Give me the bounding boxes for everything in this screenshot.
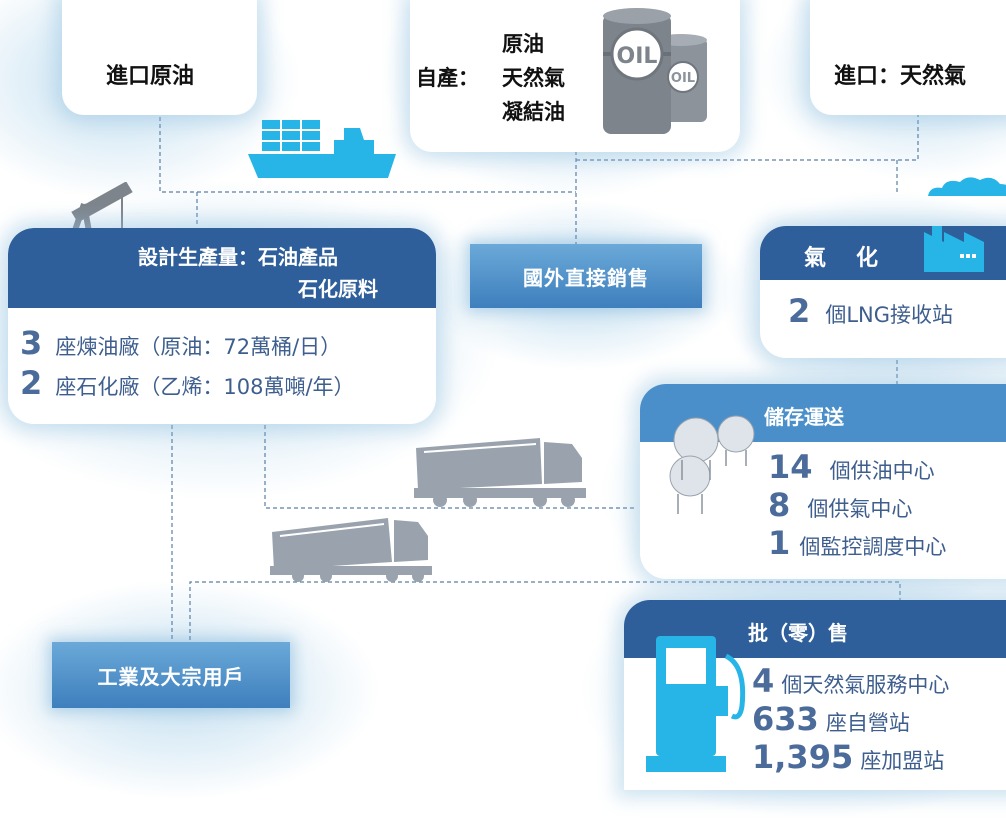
storage-row-control: 1 個監控調度中心: [768, 524, 946, 562]
self-produced-prefix: 自產：: [416, 65, 479, 90]
company-stations-text: 座自營站: [825, 711, 910, 735]
gasification-card: 氣 化 2 個LNG接收站: [760, 226, 1006, 358]
oil-barrel-small-text: OIL: [671, 71, 695, 86]
oil-supply-text: 個供油中心: [829, 459, 935, 483]
retail-row-gas-service: 4 個天然氣服務中心: [752, 662, 949, 700]
lng-count: 2: [788, 292, 811, 330]
gas-service-text: 個天然氣服務中心: [781, 673, 950, 697]
industrial-label: 工業及大宗用戶: [97, 664, 245, 689]
retail-header-text: 批（零）售: [748, 621, 848, 645]
import-crude-label: 進口原油: [106, 63, 195, 89]
cargo-ship-icon: [248, 120, 396, 178]
gas-service-count: 4: [752, 662, 775, 700]
import-gas-label: 進口：天然氣: [834, 63, 967, 89]
self-produced-item-oil: 原油: [502, 31, 544, 56]
company-stations-count: 633: [752, 700, 819, 738]
factory-cloud-icon: [928, 177, 1006, 196]
control-text: 個監控調度中心: [799, 535, 947, 559]
retail-card: 批（零）售 4 個天然氣服務中心 633 座自營站 1,395 座加盟站: [624, 600, 1006, 790]
franchise-stations-text: 座加盟站: [860, 749, 945, 773]
tanker-truck-icon: [270, 518, 432, 582]
refinery-row-petrochem: 2 座石化廠（乙烯：108萬噸/年）: [20, 364, 355, 402]
import-crude-box: 進口原油: [62, 0, 257, 115]
oil-barrel-text: OIL: [617, 44, 658, 69]
franchise-stations-count: 1,395: [752, 738, 854, 776]
petrochem-text: 座石化廠（乙烯：108萬噸/年）: [55, 375, 355, 399]
oil-barrel-icon: OIL OIL: [603, 8, 707, 134]
refinery-text: 座煉油廠（原油：72萬桶/日）: [55, 335, 342, 359]
refinery-count: 3: [20, 324, 43, 362]
retail-row-company-stations: 633 座自營站: [752, 700, 910, 738]
tanker-truck-icon: [414, 438, 586, 507]
refinery-header-line1: 設計生產量：石油產品: [138, 245, 338, 269]
storage-row-gas-supply: 8 個供氣中心: [768, 486, 912, 524]
export-direct-sales-box: 國外直接銷售: [470, 244, 702, 308]
self-produced-box: 自產： 原油 天然氣 凝結油 OIL OIL: [410, 0, 740, 152]
storage-card: 儲存運送 14 個供油中心 8 個供氣中心 1 個監控調度中心: [640, 384, 1006, 579]
refinery-row-refineries: 3 座煉油廠（原油：72萬桶/日）: [20, 324, 341, 362]
self-produced-item-condensate: 凝結油: [502, 99, 565, 124]
import-gas-box: 進口：天然氣: [810, 0, 1006, 115]
gas-supply-text: 個供氣中心: [807, 497, 913, 521]
petrochem-count: 2: [20, 364, 43, 402]
self-produced-item-gas: 天然氣: [502, 65, 565, 90]
refinery-header: 設計生產量：石油產品 石化原料: [8, 228, 436, 308]
industrial-users-box: 工業及大宗用戶: [52, 642, 290, 708]
gasification-header-text: 氣 化: [804, 245, 883, 271]
refinery-header-line2: 石化原料: [298, 277, 378, 301]
retail-row-franchise-stations: 1,395 座加盟站: [752, 738, 944, 776]
lng-terminal-row: 2 個LNG接收站: [788, 292, 953, 330]
control-count: 1: [768, 524, 791, 562]
factory-icon: [924, 226, 984, 272]
storage-tanks-icon: [669, 415, 755, 514]
gas-supply-count: 8: [768, 486, 791, 524]
oil-supply-count: 14: [768, 448, 813, 486]
storage-row-oil-supply: 14 個供油中心: [768, 448, 935, 486]
refinery-card: 設計生產量：石油產品 石化原料 3 座煉油廠（原油：72萬桶/日） 2 座石化廠…: [8, 228, 436, 424]
connector-lines: [159, 96, 919, 640]
export-label: 國外直接銷售: [523, 265, 649, 290]
lng-text: 個LNG接收站: [825, 303, 954, 327]
storage-header-text: 儲存運送: [764, 405, 844, 429]
fuel-pump-icon: [646, 636, 746, 772]
